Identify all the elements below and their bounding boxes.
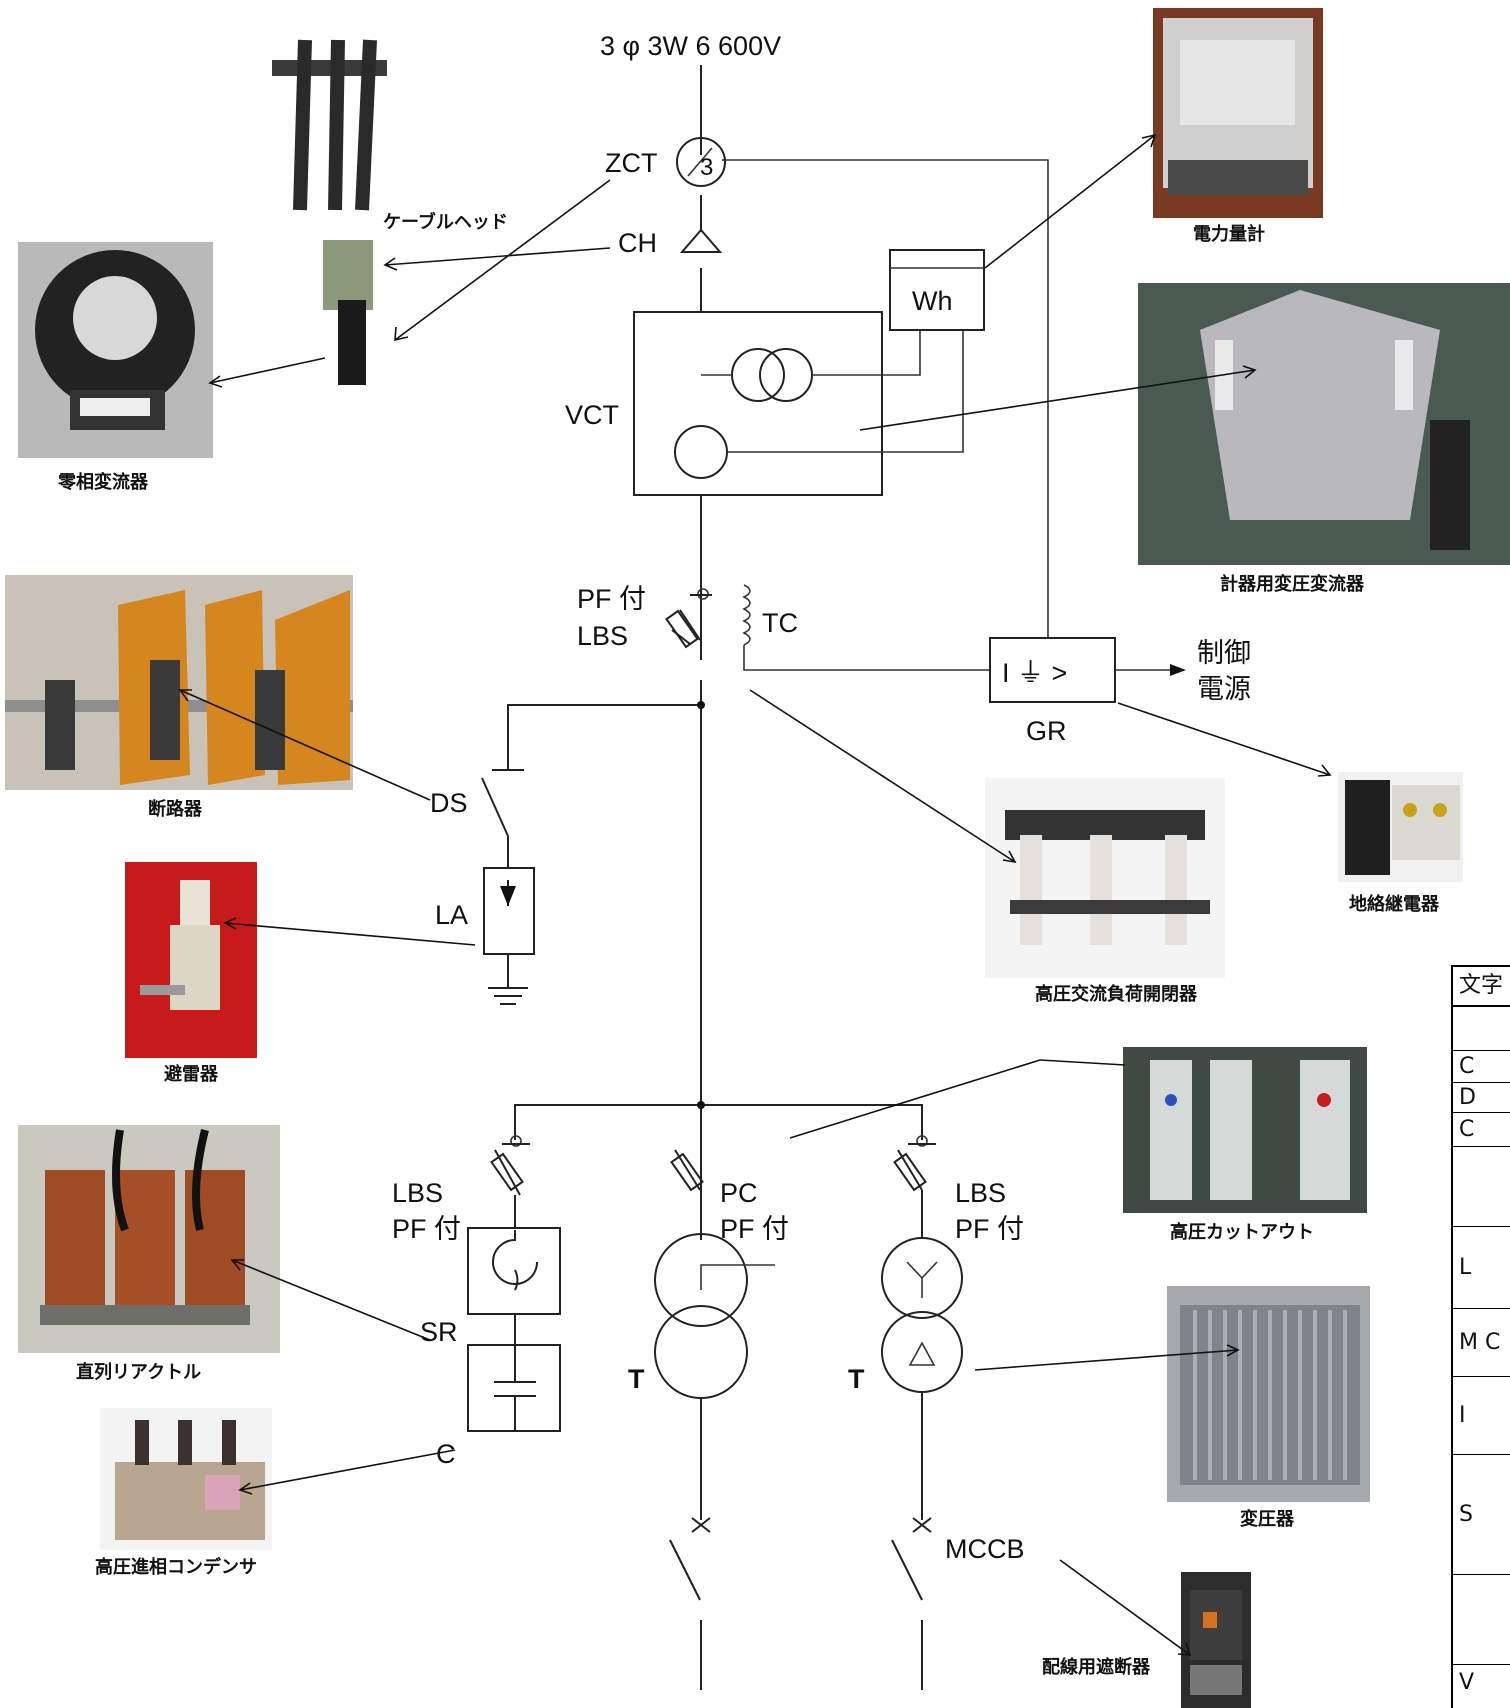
ds-caption: 断路器 xyxy=(148,798,203,820)
zct-label: ZCT xyxy=(605,148,657,178)
c-label: C xyxy=(436,1439,456,1469)
supply-label: 3 φ 3W 6 600V xyxy=(600,31,781,61)
pf-lbs-label-line2: LBS xyxy=(577,621,628,651)
la-label: LA xyxy=(435,900,468,930)
vct-label: VCT xyxy=(565,400,619,430)
table-row: C xyxy=(1453,1113,1510,1147)
table-row xyxy=(1453,1147,1510,1227)
leader-arrows xyxy=(178,133,1332,1656)
table-row: M C xyxy=(1453,1309,1510,1377)
table-row: V xyxy=(1459,1670,1475,1695)
lbs-left-label-line1: LBS xyxy=(392,1178,443,1208)
transformer-left-label: T xyxy=(628,1364,645,1394)
zct-photo xyxy=(18,242,213,458)
pf-lbs-label-line1: PF 付 xyxy=(577,584,646,614)
pc-photo xyxy=(1123,1047,1367,1213)
lbs-left-label-line2: PF 付 xyxy=(392,1214,461,1244)
pc-caption: 高圧カットアウト xyxy=(1170,1221,1314,1243)
sr-photo xyxy=(18,1125,280,1353)
la-photo xyxy=(125,862,257,1058)
table-row: D xyxy=(1453,1083,1510,1113)
gr-box-label: I ⏚ > xyxy=(1002,658,1067,688)
table-row xyxy=(1453,1575,1510,1665)
la-caption: 避雷器 xyxy=(164,1063,219,1085)
mccb-label: MCCB xyxy=(945,1534,1025,1564)
transformer-photo xyxy=(1167,1286,1370,1502)
zct-caption: 零相変流器 xyxy=(57,471,149,493)
gr-photo xyxy=(1338,772,1463,882)
table-row: C xyxy=(1453,1051,1510,1083)
wh-meter-caption: 電力量計 xyxy=(1193,223,1265,245)
gr-label: GR xyxy=(1026,716,1067,746)
vct-caption: 計器用変圧変流器 xyxy=(1220,573,1365,595)
schematic-wires xyxy=(467,65,1186,1690)
transformer-right-label: T xyxy=(848,1364,865,1394)
wh-label: Wh xyxy=(912,286,953,316)
ds-label: DS xyxy=(430,788,468,818)
wh-meter-photo xyxy=(1153,8,1323,218)
cable-head-caption: ケーブルヘッド xyxy=(383,211,508,233)
table-row: I xyxy=(1453,1377,1510,1455)
lbs-caption: 高圧交流負荷開閉器 xyxy=(1035,983,1198,1005)
mccb-caption: 配線用遮断器 xyxy=(1042,1656,1151,1678)
control-power-label-line1: 制御 xyxy=(1197,638,1251,668)
tc-label: TC xyxy=(762,608,798,638)
pc-label-line2: PF 付 xyxy=(720,1214,789,1244)
table-row: S xyxy=(1453,1455,1510,1575)
pc-label-line1: PC xyxy=(720,1178,758,1208)
sr-caption: 直列リアクトル xyxy=(76,1361,201,1383)
zct-turns-label: 3 xyxy=(700,154,713,181)
sr-label: SR xyxy=(420,1317,458,1347)
lbs-right-label-line1: LBS xyxy=(955,1178,1006,1208)
table-row: L xyxy=(1453,1227,1510,1309)
lbs-photo xyxy=(985,778,1225,978)
mccb-photo xyxy=(1181,1572,1251,1708)
ds-photo xyxy=(5,575,353,790)
ch-label: CH xyxy=(618,228,657,258)
cable-head-photo xyxy=(272,39,387,385)
control-power-label-line2: 電源 xyxy=(1197,674,1251,704)
symbol-table: 文字 C D C L M C I S V xyxy=(1451,965,1510,1708)
transformer-caption: 変圧器 xyxy=(1240,1508,1295,1530)
capacitor-caption: 高圧進相コンデンサ xyxy=(95,1556,257,1578)
gr-caption: 地絡継電器 xyxy=(1349,893,1440,915)
table-row xyxy=(1453,1007,1510,1051)
lbs-right-label-line2: PF 付 xyxy=(955,1214,1024,1244)
vct-photo xyxy=(1138,283,1510,565)
table-header: 文字 xyxy=(1453,967,1510,1007)
capacitor-photo xyxy=(100,1408,272,1550)
